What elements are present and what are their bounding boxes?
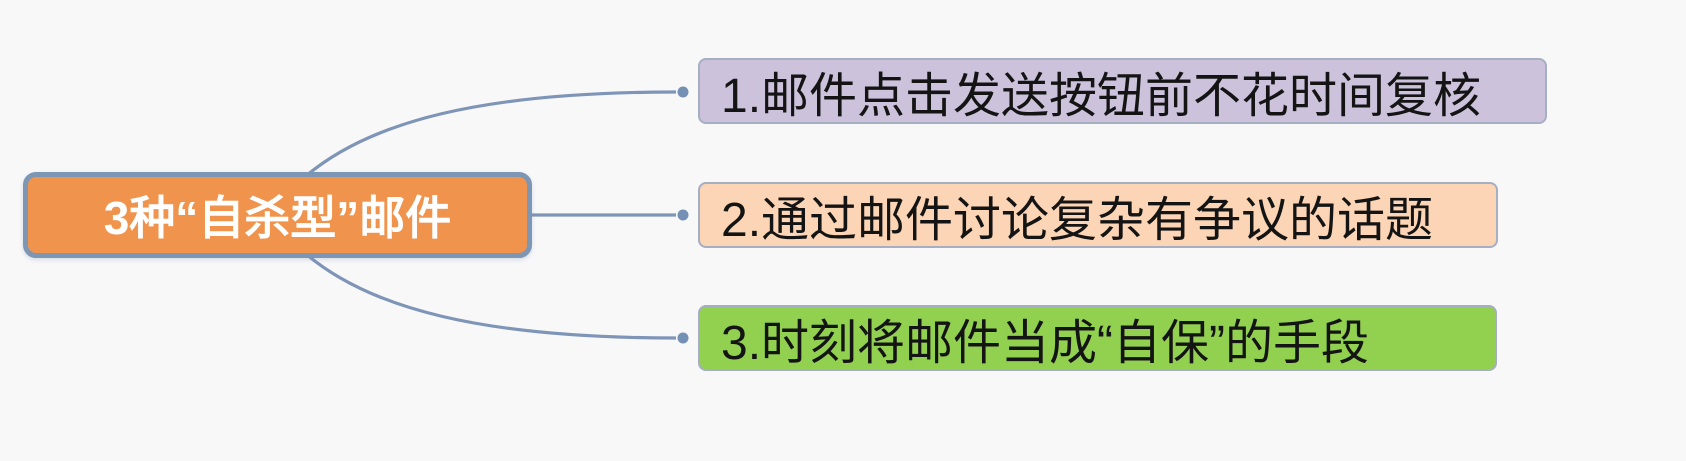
branch-node-2[interactable]: 2.通过邮件讨论复杂有争议的话题	[698, 182, 1498, 248]
connector-branch-3	[304, 252, 677, 340]
branch-label-3: 3.时刻将邮件当成“自保”的手段	[721, 317, 1370, 370]
branch-node-1[interactable]: 1.邮件点击发送按钮前不花时间复核	[698, 58, 1547, 124]
connector-dot-2	[677, 209, 689, 221]
root-topic-label: 3种“自杀型”邮件	[103, 192, 452, 244]
connector-dot-1	[677, 86, 689, 98]
connector-branch-1	[304, 90, 677, 178]
branch-label-1: 1.邮件点击发送按钮前不花时间复核	[721, 70, 1482, 123]
connector-dot-3	[677, 332, 689, 344]
root-topic-node[interactable]: 3种“自杀型”邮件	[23, 172, 532, 258]
branch-node-3[interactable]: 3.时刻将邮件当成“自保”的手段	[698, 305, 1497, 371]
branch-label-2: 2.通过邮件讨论复杂有争议的话题	[721, 194, 1434, 247]
